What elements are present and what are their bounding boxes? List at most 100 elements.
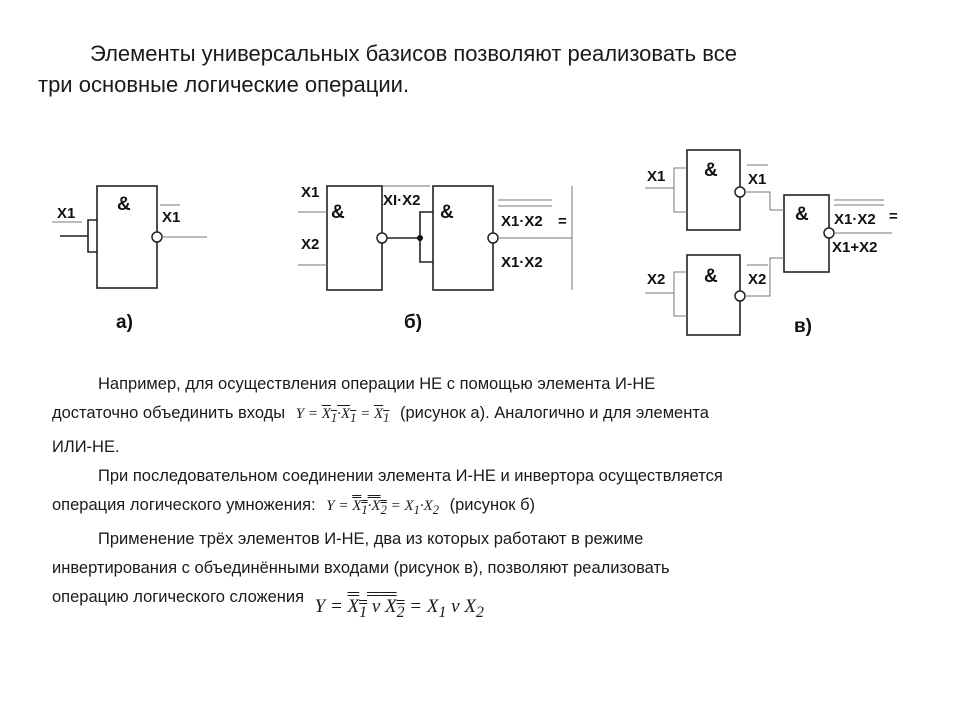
gate-c3-symbol: & <box>795 204 809 225</box>
formula-or: Y = X1 v X2 = X1 v X2 <box>315 592 484 627</box>
paragraph-1-line-1: Например, для осуществления операции НЕ … <box>98 375 656 393</box>
input-x1-label: X1 <box>301 184 319 201</box>
formula-sub: 2 <box>396 603 405 621</box>
paragraph-3-line-2: инвертирования с объединёнными входами (… <box>52 559 670 577</box>
figure-a: & X1 X1 а) <box>52 185 207 333</box>
formula-sub: 1 <box>359 603 368 621</box>
formula-sub: 2 <box>432 503 440 517</box>
formula-eq: = <box>390 498 401 514</box>
inversion-bubble-b1 <box>376 232 388 244</box>
formula-var: X <box>371 498 381 514</box>
gate-c1-symbol: & <box>704 160 718 181</box>
formula-var: X <box>404 498 414 514</box>
paragraph-1-text-b: (рисунок а). Аналогично и для элемента <box>399 404 709 422</box>
paragraph-3-line-3: операцию логического сложения Y = X1 v X… <box>52 583 922 627</box>
formula-not: Y = X1·X1 = X1 <box>296 400 390 433</box>
formula-eq: = <box>307 406 318 422</box>
formula-sub: 1 <box>361 503 368 517</box>
gate-b2-symbol: & <box>440 202 454 223</box>
output-b-label: X1+X2 <box>832 239 877 256</box>
wire-c1-c3 <box>745 191 784 211</box>
nand-gate-a <box>96 185 158 289</box>
gate-diagrams: & X1 X1 а) & & X1 X2 XI·X2 X1·X2 = X1·X2… <box>52 149 898 337</box>
formula-overline-term: X1·X2 <box>352 498 387 517</box>
formula-sub: 2 <box>475 603 484 621</box>
input-x1-label: X1 <box>57 205 75 222</box>
nand-gate-c2 <box>686 254 741 336</box>
gate-c2-symbol: & <box>704 266 718 287</box>
formula-op: · <box>367 498 372 514</box>
gate-b1-symbol: & <box>331 202 345 223</box>
formula-overline-term: X1 <box>373 406 390 425</box>
formula-eq: = <box>338 498 349 514</box>
formula-op: v <box>451 596 460 617</box>
body-text: Например, для осуществления операции НЕ … <box>52 370 922 627</box>
input-x2-label: X2 <box>647 271 665 288</box>
paragraph-1-line-3: ИЛИ-НЕ. <box>52 438 120 456</box>
title-line-1: Элементы универсальных базисов позволяют… <box>90 41 737 66</box>
gate-a-symbol: & <box>117 194 131 215</box>
formula-var: X <box>373 406 384 422</box>
figure-b: & & X1 X2 XI·X2 X1·X2 = X1·X2 б) <box>298 184 573 333</box>
caption-c: в) <box>794 316 812 337</box>
inversion-bubble-c3 <box>823 227 835 239</box>
paragraph-2-line-1: При последовательном соединении элемента… <box>98 467 723 485</box>
paragraph-2-text-a: операция логического умножения: <box>52 496 316 514</box>
formula-op: · <box>419 498 424 514</box>
formula-sub: 1 <box>350 411 357 425</box>
nand-gate-b1 <box>326 185 383 291</box>
nand-gate-c1 <box>686 149 741 231</box>
inv1-label: X1 <box>748 171 766 188</box>
formula-y: Y <box>314 596 326 617</box>
slide-title: Элементы универсальных базисов позволяют… <box>38 38 918 100</box>
inversion-bubble-c1 <box>734 186 746 198</box>
formula-overline-term: X1 v X2 <box>347 596 405 621</box>
output-label: X1·X2 <box>501 254 543 271</box>
formula-sub: 1 <box>383 411 390 425</box>
mid-output-label: XI·X2 <box>383 192 421 209</box>
formula-eq: = <box>360 406 371 422</box>
title-line-2: три основные логические операции. <box>38 72 410 97</box>
paragraph-3-text-a: операцию логического сложения <box>52 588 305 606</box>
paragraph-2-line-2: операция логического умножения: Y = X1·X… <box>52 491 922 525</box>
output-eq: = <box>558 213 567 230</box>
formula-op: · <box>337 406 341 422</box>
output-a-label: X1·X2 <box>834 211 876 228</box>
output-eq: = <box>889 208 898 225</box>
inversion-bubble-b2 <box>487 232 499 244</box>
joined-inputs-c2 <box>673 271 687 317</box>
formula-eq: = <box>409 596 423 617</box>
formula-var: X <box>352 498 362 514</box>
output-inv-label: X1·X2 <box>501 213 543 230</box>
figure-c: & & & X1 X2 X1 X2 X1·X2 = X1+X2 в) <box>645 149 898 337</box>
junction-dot <box>417 235 423 241</box>
formula-overline-term: X1·X1 <box>322 406 357 425</box>
input-x1-label: X1 <box>647 168 665 185</box>
formula-sub: 2 <box>380 503 387 517</box>
inversion-bubble-c2 <box>734 290 746 302</box>
paragraph-3-line-1: Применение трёх элементов И-НЕ, два из к… <box>98 530 644 548</box>
formula-sub: 1 <box>438 603 447 621</box>
joined-inputs-wire <box>87 219 97 253</box>
joined-inputs-c1 <box>673 167 687 213</box>
formula-op: v <box>371 596 381 617</box>
formula-var: X <box>423 498 433 514</box>
formula-y: Y <box>295 406 305 422</box>
input-x2-label: X2 <box>301 236 319 253</box>
paragraph-2-text-b: (рисунок б) <box>449 496 536 514</box>
formula-y: Y <box>326 498 335 514</box>
formula-eq: = <box>329 596 343 617</box>
formula-and: Y = X1·X2 = X1·X2 <box>326 492 439 525</box>
paragraph-1-line-2: достаточно объединить входы Y = X1·X1 = … <box>52 399 922 433</box>
formula-var: X <box>426 596 439 617</box>
formula-var: X <box>347 596 360 617</box>
caption-b: б) <box>404 312 422 333</box>
inversion-bubble <box>151 231 163 243</box>
formula-sub: 1 <box>330 411 338 425</box>
paragraph-1-text-a: достаточно объединить входы <box>52 404 286 422</box>
formula-sub: 1 <box>413 503 420 517</box>
formula-var: X <box>385 596 397 617</box>
formula-var: X <box>464 596 476 617</box>
wire-c2-c3 <box>745 257 784 297</box>
caption-a: а) <box>116 312 133 333</box>
